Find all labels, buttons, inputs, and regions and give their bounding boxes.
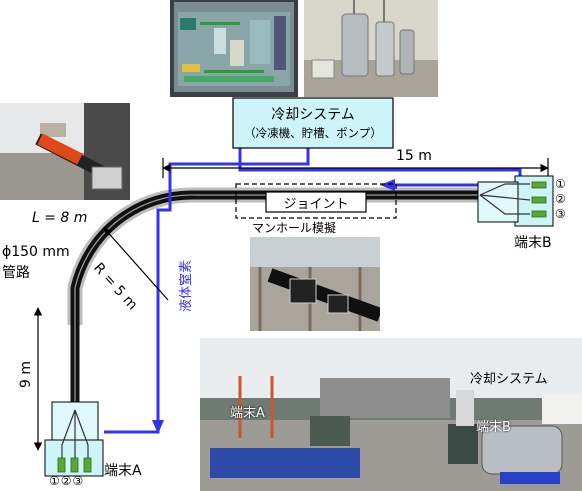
pipe-label: 管路 [2,265,30,281]
terminal-b-phase-1 [531,181,547,189]
liquid-nitrogen-label: 液体窒素 [179,259,194,312]
terminal-a-phase-2 [70,457,79,473]
photo-cooling-equipment [304,0,438,97]
site-overview-image [200,338,582,491]
photo-control-screen [170,0,298,97]
terminal-a-phase-1 [57,457,66,473]
terminal-a-wires [61,409,89,462]
terminal-b-phase-label-1: ① [555,177,566,191]
terminal-b-phase-label-3: ③ [555,207,566,221]
site-label-cooling: 冷却システム [470,372,548,387]
cooling-system-subtitle: （冷凍機、貯槽、ポンプ） [244,126,382,140]
pipe-diameter-label: ϕ150 mm [2,244,70,260]
span-15m-label: 15 m [396,148,432,164]
cooling-system-box [232,97,394,149]
manhole-label: マンホール模擬 [252,221,337,235]
terminal-b-fan-wire-2 [479,194,531,201]
site-label-terminal-b: 端末B [476,420,511,435]
terminal-b-fan-wire-3 [479,194,530,215]
terminal-a-phase-3 [83,457,92,473]
terminal-outdoor-image [0,103,130,200]
manhole-image [250,237,380,331]
cooling-system-title: 冷却システム [271,107,355,123]
length-label: L = 8 m [32,210,88,226]
site-label-terminal-a: 端末A [230,406,265,421]
joint-label: ジョイント [283,197,349,212]
manhole-box [235,183,397,219]
cable-core [74,194,480,410]
terminal-b-label: 端末B [514,235,552,251]
photo-terminal-outdoor [0,103,130,200]
terminal-b-fan-wire-1 [479,183,530,196]
flow-arrow-down [152,420,164,434]
terminal-b-phase-3 [531,210,547,218]
photo-site-overview: 端末A 端末B 冷却システム [200,338,582,491]
terminal-a-label: 端末A [104,463,142,479]
flow-arrow-right [380,179,395,191]
radius-arrow [103,227,169,301]
terminal-b-shell [477,181,519,223]
terminal-b-phase-2 [531,196,547,204]
terminal-a-phase-labels: ①②③ [49,474,85,488]
photo-manhole [250,237,380,331]
vertical-9m-label: 9 m [18,361,34,388]
cooling-equipment-image [304,0,438,97]
joint-box [265,191,367,213]
control-screen-image [174,2,294,92]
terminal-b-phase-label-2: ② [555,192,566,206]
